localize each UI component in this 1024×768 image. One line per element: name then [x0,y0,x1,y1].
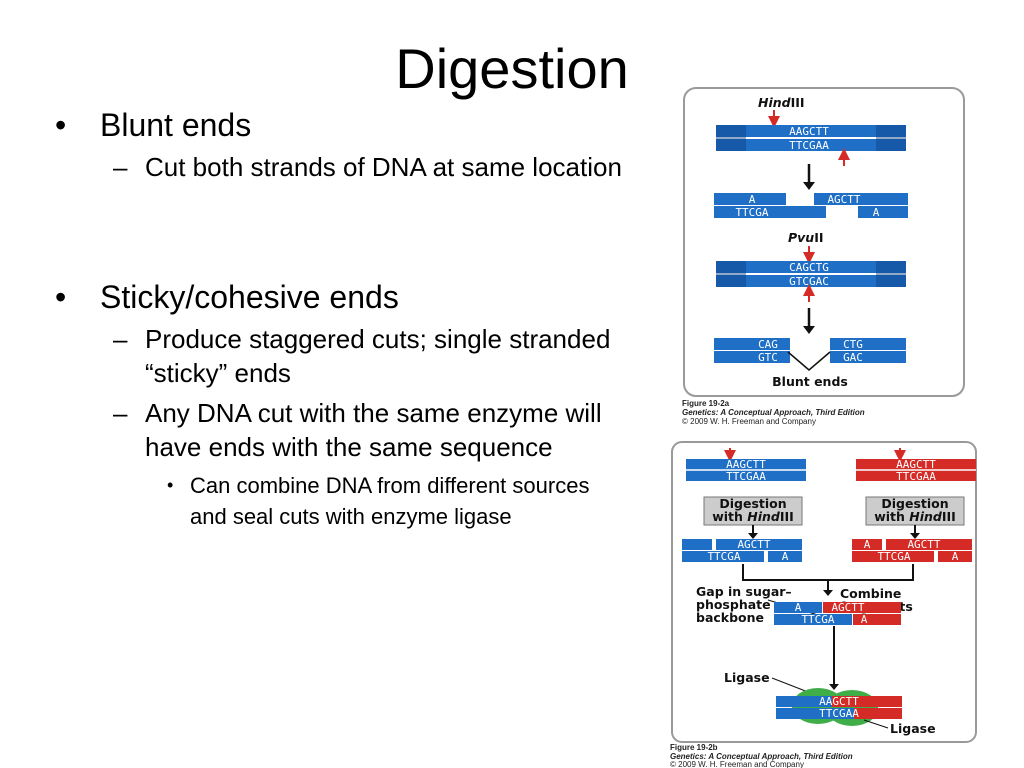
figure-19-2a: HindIII AAGCTT TTCGAA A TTCGA AGCTT A Pv… [680,86,970,426]
svg-text:TTCGA: TTCGA [707,550,740,563]
bullet-dash: – [113,152,128,182]
dna-hindiii-fragment-left: A TTCGA [714,193,826,219]
arrowhead-icon [823,590,833,596]
blunt-end-pointer [787,351,831,371]
figure-caption-book: Genetics: A Conceptual Approach, Third E… [670,752,853,761]
subbullet-staggered-cuts: – Produce staggered cuts; single strande… [113,324,611,388]
arrowhead-icon [910,533,920,539]
arrowhead-icon [803,326,815,334]
dna-fragment-blue-end-label: A [782,550,789,563]
svg-text:AAGCTT: AAGCTT [726,458,766,471]
svg-text:CAGCTG: CAGCTG [789,261,829,274]
pvuii-label: PvuII [788,230,824,245]
bullet-sticky-ends: • Sticky/cohesive ends [55,279,399,315]
figure-caption-number: Figure 19-2a [682,399,730,408]
dna-source-blue: AAGCTT TTCGAA [686,458,806,483]
bullet-dash: – [113,398,128,428]
hindiii-label: HindIII [758,95,805,110]
blunt-ends-label: Blunt ends [772,374,848,389]
dna-hindiii-fragment-right: AGCTT A [814,193,908,219]
dna-pvuii-site: CAGCTG GTCGAC [716,261,906,288]
svg-text:with HindIII: with HindIII [712,509,794,524]
ligase-label-top: Ligase [724,670,770,685]
figure-caption-copyright: © 2009 W. H. Freeman and Company [670,760,804,768]
svg-text:AAGCTT: AAGCTT [819,695,859,708]
svg-text:TTCGA: TTCGA [877,550,910,563]
svg-text:A: A [864,538,871,551]
dna-pvuii-fragment-left: CAG GTC [714,338,790,364]
arrowhead-icon [803,182,815,190]
bullet-dot: • [55,279,67,315]
arrowhead-icon [829,684,839,690]
svg-text:AAGCTT: AAGCTT [789,125,829,138]
svg-text:GTC: GTC [758,351,778,364]
svg-text:AGCTT: AGCTT [831,601,864,614]
svg-text:A: A [861,613,868,626]
svg-text:AGCTT: AGCTT [827,193,860,206]
bullet-dot: • [55,107,67,143]
subbullet-same-enzyme: – Any DNA cut with the same enzyme will … [113,398,602,462]
svg-text:Digestion: Digestion [719,496,786,511]
arrowhead-icon [748,533,758,539]
svg-text:with HindIII: with HindIII [874,509,956,524]
dna-fragment-blue: AGCTT A TTCGA [682,538,802,563]
dna-joined: A AGCTT TTCGA A [774,601,901,626]
dna-pvuii-fragment-right: CTG GAC [830,338,906,364]
bullet-dot: • [167,475,174,495]
svg-text:CTG: CTG [843,338,863,351]
figure-caption-book: Genetics: A Conceptual Approach, Third E… [682,408,865,417]
svg-text:AAGCTT: AAGCTT [896,458,936,471]
dna-hindiii-site: AAGCTT TTCGAA [716,125,906,152]
svg-text:CAG: CAG [758,338,778,351]
svg-text:TTCGA: TTCGA [801,613,834,626]
ligase-pointer [863,719,889,729]
figure-caption-number: Figure 19-2b [670,743,718,752]
svg-text:Digestion: Digestion [881,496,948,511]
ligase-pointer [771,677,809,693]
slide-title: Digestion [395,37,629,100]
digestion-box-left [703,496,803,526]
ligase-label-bottom: Ligase [890,721,936,736]
svg-text:AGCTT: AGCTT [737,538,770,551]
svg-text:A: A [749,193,756,206]
svg-text:TTCGAA: TTCGAA [726,470,766,483]
subsubbullet-ligase: • Can combine DNA from different sources… [55,470,630,532]
svg-text:A: A [795,601,802,614]
svg-text:A: A [952,550,959,563]
svg-text:TTCGAA: TTCGAA [819,707,859,720]
svg-text:TTCGAA: TTCGAA [896,470,936,483]
figure-caption-copyright: © 2009 W. H. Freeman and Company [682,417,816,426]
figure-19-2b: AAGCTT TTCGAA Digestion with HindIII AGC… [668,440,998,768]
svg-text:TTCGAA: TTCGAA [789,139,829,152]
bullet-dash: – [113,324,128,354]
dna-fragment-blue-end [768,551,802,562]
svg-text:GAC: GAC [843,351,863,364]
subbullet-blunt-desc: – Cut both strands of DNA at same locati… [113,152,622,182]
gap-label: Gap in sugar– phosphate backbone [696,584,796,625]
dna-fragment-red: AGCTT A TTCGA A [852,538,972,563]
digestion-box-right [865,496,965,526]
figure-frame [683,87,965,397]
dna-ligated: AAGCTT TTCGAA [776,695,902,720]
dna-source-red: AAGCTT TTCGAA [856,458,976,483]
bullet-blunt-ends: • Blunt ends [55,107,252,143]
svg-text:A: A [873,206,880,219]
bullet-list: • Blunt ends – Cut both strands of DNA a… [55,106,630,532]
svg-text:GTCGAC: GTCGAC [789,275,829,288]
svg-text:TTCGA: TTCGA [735,206,768,219]
svg-text:AGCTT: AGCTT [907,538,940,551]
